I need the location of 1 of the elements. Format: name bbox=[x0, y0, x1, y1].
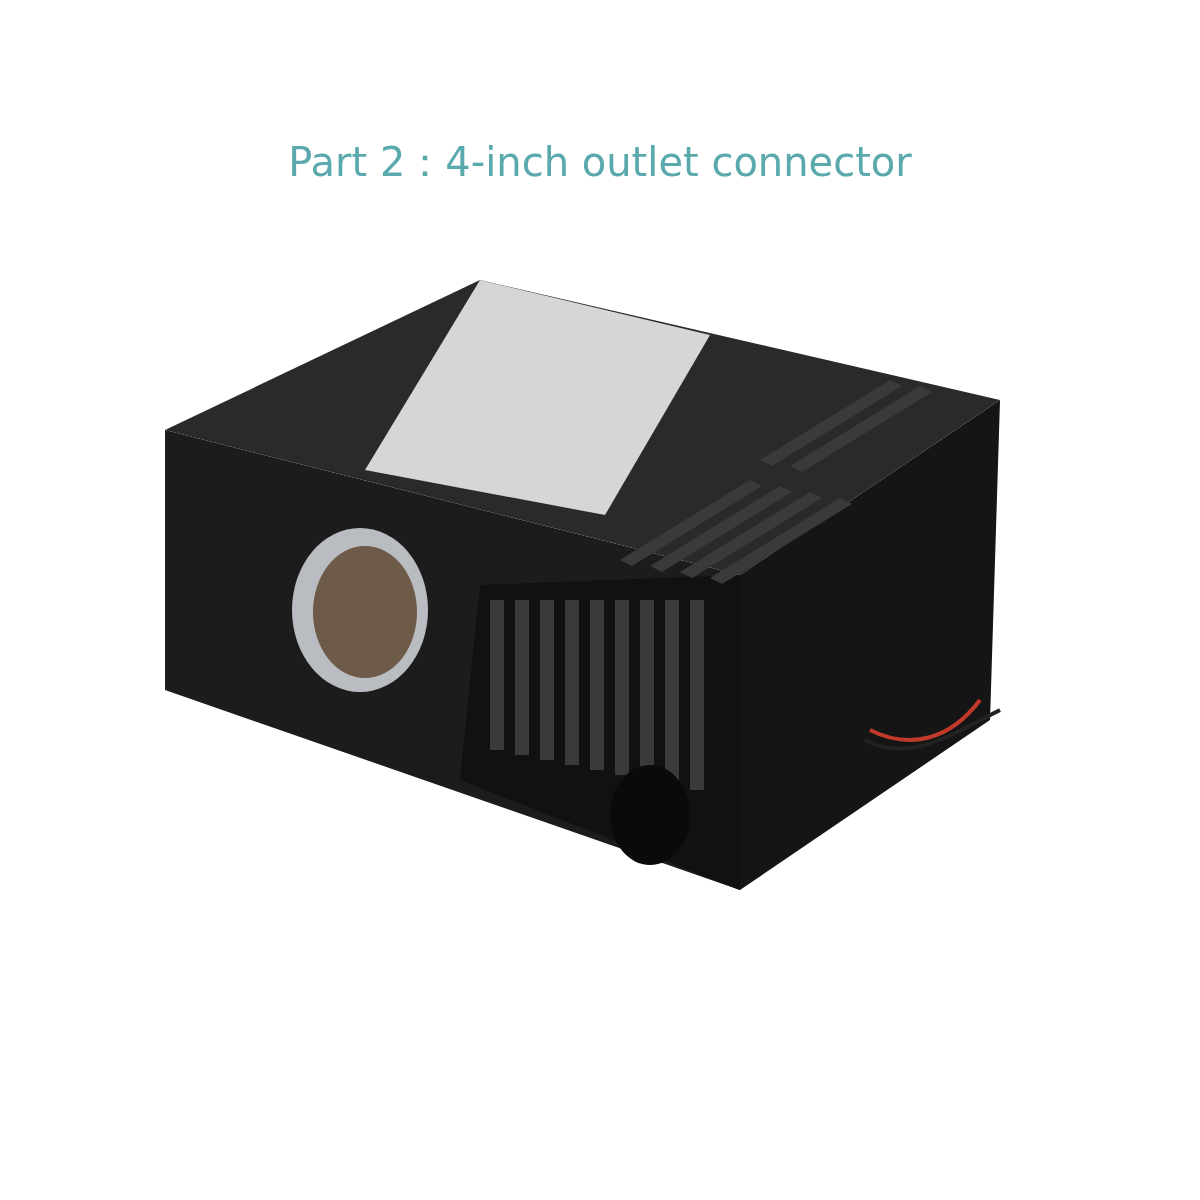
title: Part 2：4-inch outlet connector bbox=[287, 138, 913, 187]
